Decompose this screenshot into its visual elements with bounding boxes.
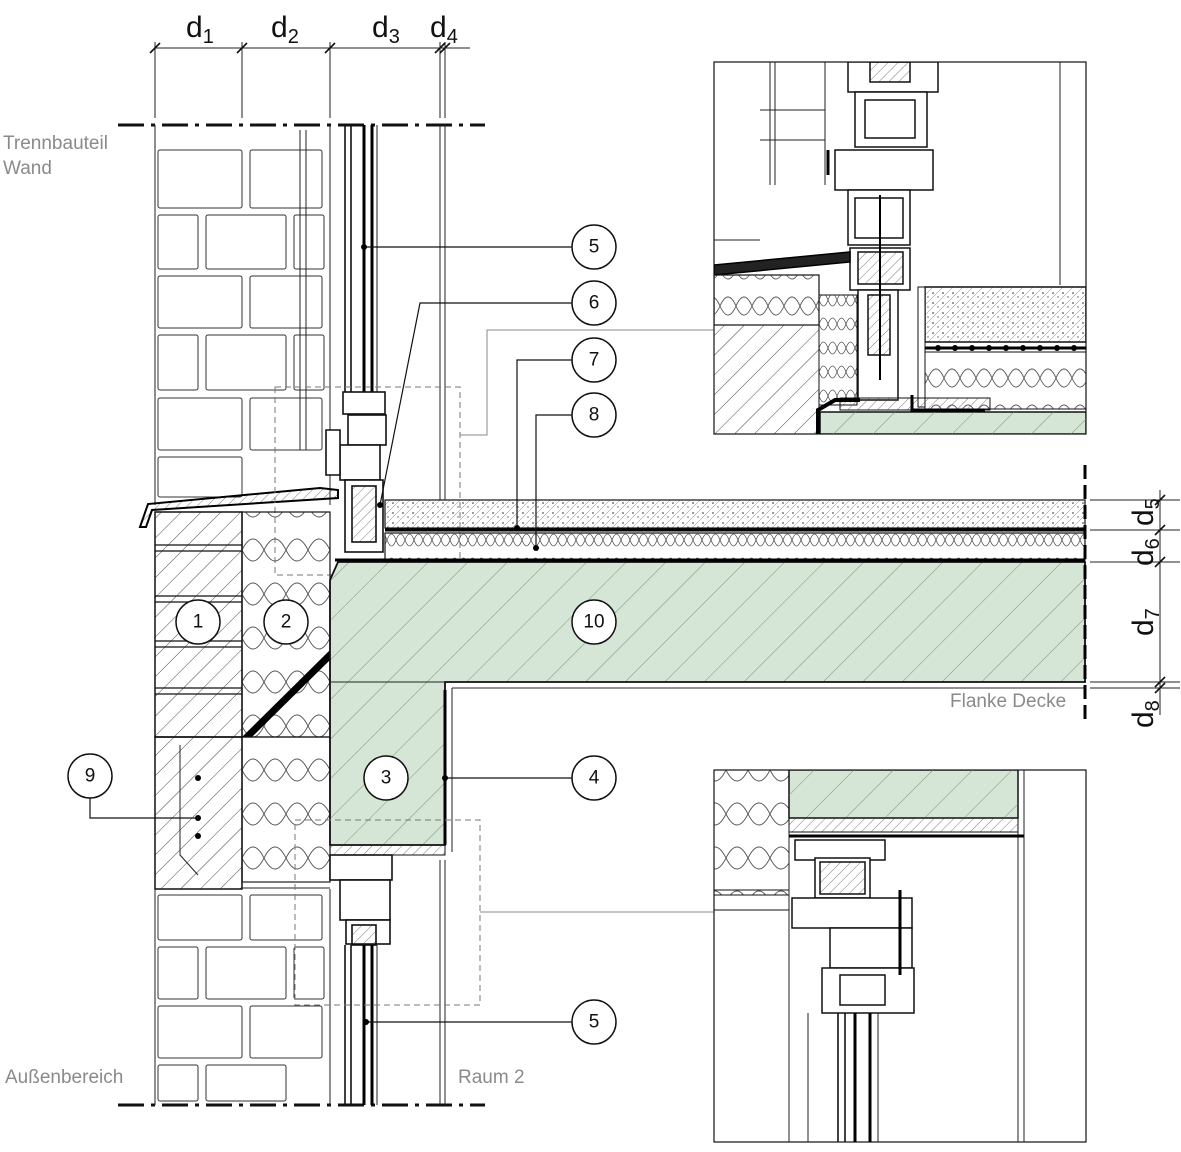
dim-d4-label: d4 bbox=[430, 11, 458, 48]
flanke-decke-label: Flanke Decke bbox=[950, 691, 1066, 712]
svg-text:10: 10 bbox=[583, 612, 604, 633]
raum2-label: Raum 2 bbox=[458, 1067, 525, 1088]
lintel-9 bbox=[154, 736, 243, 890]
callout-3: 3 bbox=[363, 755, 409, 801]
wand-label: Wand bbox=[3, 158, 52, 179]
dim-d6-label: d6 bbox=[1127, 538, 1164, 566]
aussenbereich-label: Außenbereich bbox=[5, 1067, 123, 1088]
dim-d5-label: d5 bbox=[1127, 498, 1164, 526]
dim-d8-label: d8 bbox=[1127, 700, 1164, 728]
callout-9: 9 bbox=[67, 753, 113, 799]
svg-text:3: 3 bbox=[381, 768, 392, 789]
svg-text:2: 2 bbox=[281, 612, 292, 633]
upper-window-sill bbox=[138, 486, 339, 528]
upper-window-frame bbox=[325, 391, 387, 553]
leader-lines bbox=[89, 244, 572, 1025]
svg-text:4: 4 bbox=[589, 768, 600, 789]
lower-window-glazing bbox=[344, 860, 446, 1105]
svg-text:5: 5 bbox=[589, 1012, 600, 1033]
svg-text:9: 9 bbox=[85, 766, 96, 787]
floor-buildup bbox=[335, 499, 1086, 562]
callout-7: 7 bbox=[571, 337, 617, 383]
dim-d3-label: d3 bbox=[372, 11, 400, 48]
brick-facade-lower bbox=[154, 889, 331, 1105]
insulation-wedge-edge bbox=[242, 650, 330, 737]
detail-link-upper bbox=[460, 329, 714, 436]
callout-8: 8 bbox=[571, 392, 617, 438]
brick-facade-upper bbox=[154, 125, 331, 505]
callout-2: 2 bbox=[263, 599, 309, 645]
lintel-rebar bbox=[179, 745, 199, 876]
dim-d7-label: d7 bbox=[1127, 608, 1164, 636]
dim-d2-label: d2 bbox=[271, 11, 299, 48]
inset-detail-lower bbox=[713, 769, 1087, 1143]
callout-5-lower: 5 bbox=[571, 999, 617, 1045]
callout-5-upper: 5 bbox=[571, 224, 617, 270]
right-dimension-chain bbox=[1083, 465, 1180, 725]
callout-1: 1 bbox=[175, 599, 221, 645]
svg-text:7: 7 bbox=[589, 350, 600, 371]
top-dimension-chain bbox=[149, 42, 470, 118]
svg-text:1: 1 bbox=[193, 612, 204, 633]
inset-detail-upper bbox=[713, 61, 1087, 435]
callout-6: 6 bbox=[571, 280, 617, 326]
callout-10: 10 bbox=[571, 599, 617, 645]
upper-window-glazing bbox=[344, 125, 446, 500]
svg-text:5: 5 bbox=[589, 237, 600, 258]
dim-d1-label: d1 bbox=[186, 11, 214, 48]
lower-window-frame bbox=[329, 854, 393, 946]
detail-frame-lower bbox=[294, 819, 481, 1006]
callout-4: 4 bbox=[571, 755, 617, 801]
insulation-lower bbox=[241, 736, 331, 883]
svg-text:6: 6 bbox=[589, 293, 600, 314]
trennbauteil-label: Trennbauteil bbox=[3, 133, 108, 154]
svg-text:8: 8 bbox=[589, 405, 600, 426]
